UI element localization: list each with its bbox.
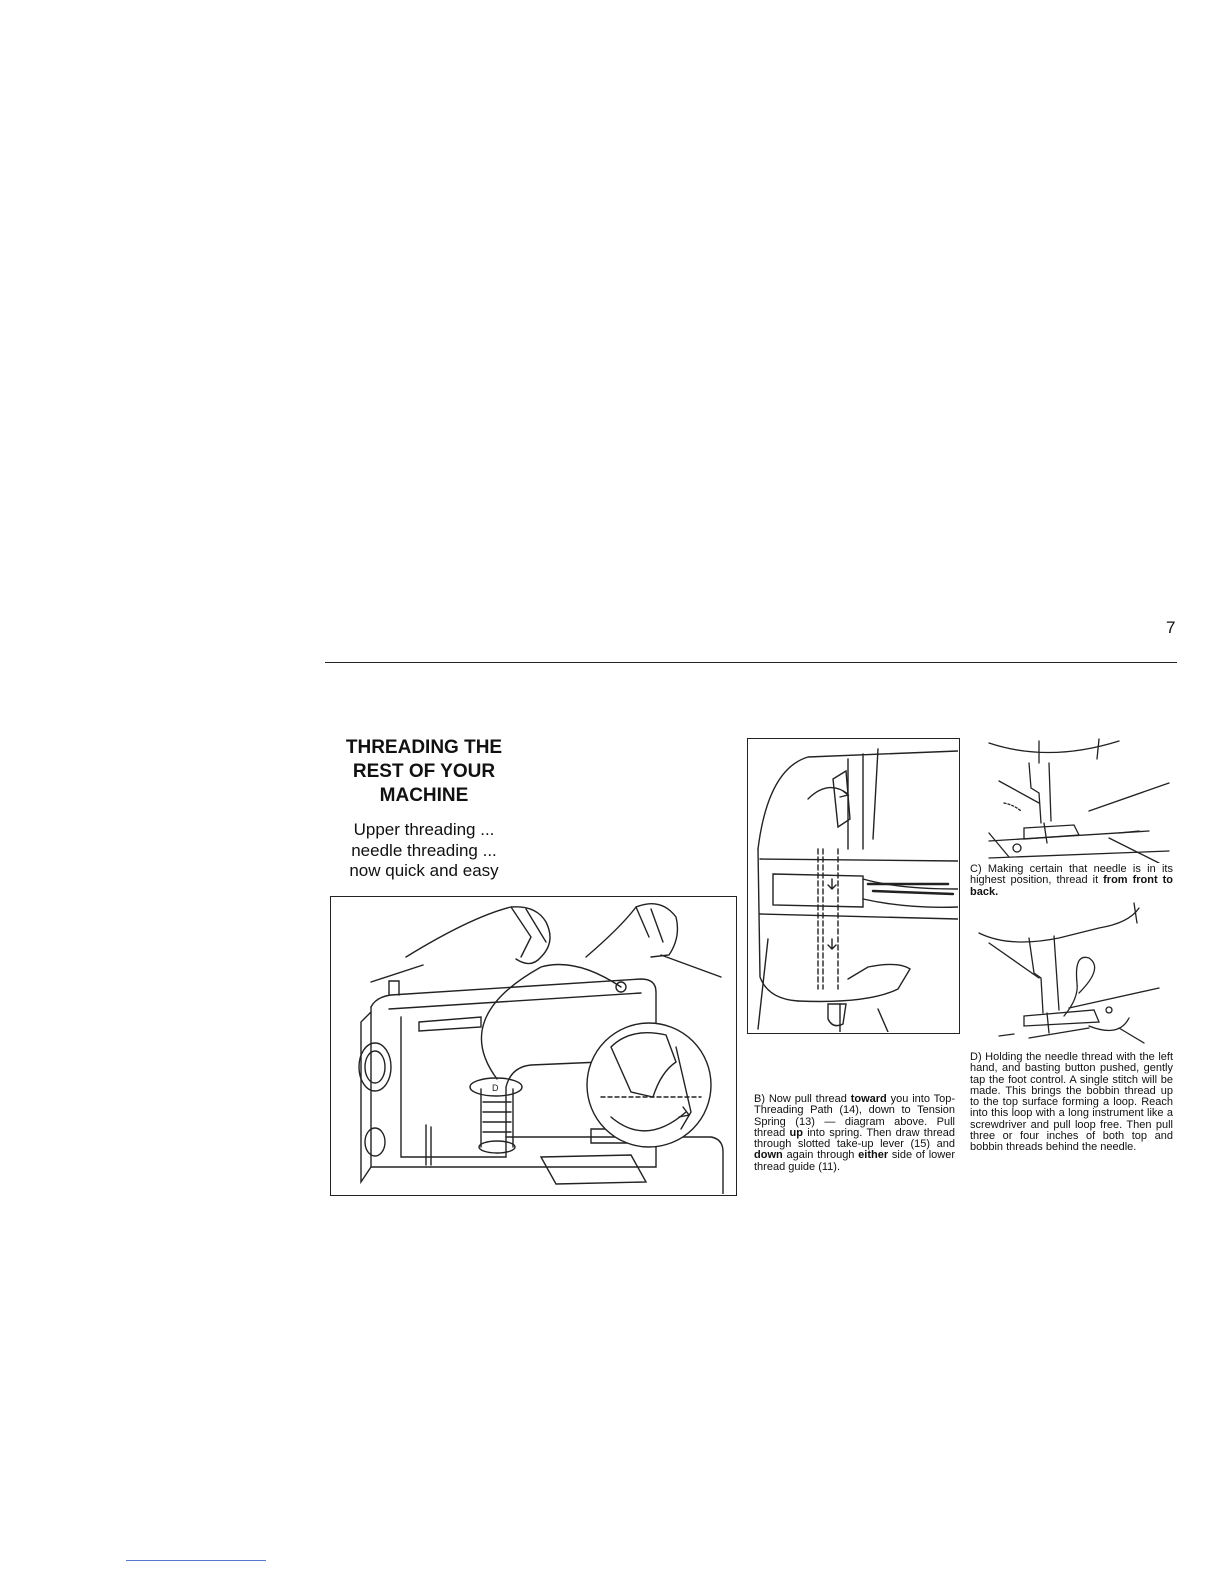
caption-text-run: into spring. Then draw thread through sl… [754, 1126, 955, 1151]
subtitle-line: Upper threading ... [353, 820, 495, 839]
caption-text-run: down [754, 1149, 783, 1162]
caption-text-run: from front to back. [970, 874, 1174, 898]
caption-text-run: again through [782, 1149, 859, 1162]
caption-text-run: either [858, 1149, 889, 1162]
title-line: MACHINE [379, 785, 469, 806]
sewing-machine-threading-illustration: D [330, 896, 737, 1196]
header-rule [325, 662, 1177, 663]
caption-text-run: side of lower thread guide (11). [754, 1149, 956, 1173]
caption-d: D) Holding the needle thread with the le… [970, 1051, 1173, 1154]
bobbin-loop-illustration [969, 898, 1174, 1048]
caption-text-run: B) Now pull thread [754, 1093, 851, 1105]
top-threading-path-illustration [747, 738, 960, 1034]
subtitle-line: now quick and easy [349, 861, 499, 880]
footer-link-underline [126, 1560, 266, 1561]
section-subtitle: Upper threading ... needle threading ...… [326, 820, 522, 882]
section-title: THREADING THE REST OF YOUR MACHINE [326, 736, 522, 808]
caption-b: B) Now pull thread toward you into Top-T… [754, 1093, 956, 1173]
caption-text-run: C) Making certain that needle is in its … [970, 863, 1173, 887]
needle-threading-illustration [969, 733, 1174, 863]
caption-text-run: you into Top-Threading Path (14), down t… [754, 1093, 955, 1139]
caption-text-run: D) Holding the needle thread with the le… [970, 1051, 1173, 1154]
title-line: REST OF YOUR [352, 761, 496, 782]
caption-text-run: toward [850, 1093, 887, 1105]
title-line: THREADING THE [345, 737, 503, 758]
page-number: 7 [1166, 618, 1176, 637]
caption-text-run: up [789, 1126, 803, 1139]
spool-label: D [492, 1083, 499, 1093]
caption-c: C) Making certain that needle is in its … [970, 863, 1174, 898]
subtitle-line: needle threading ... [351, 840, 497, 860]
